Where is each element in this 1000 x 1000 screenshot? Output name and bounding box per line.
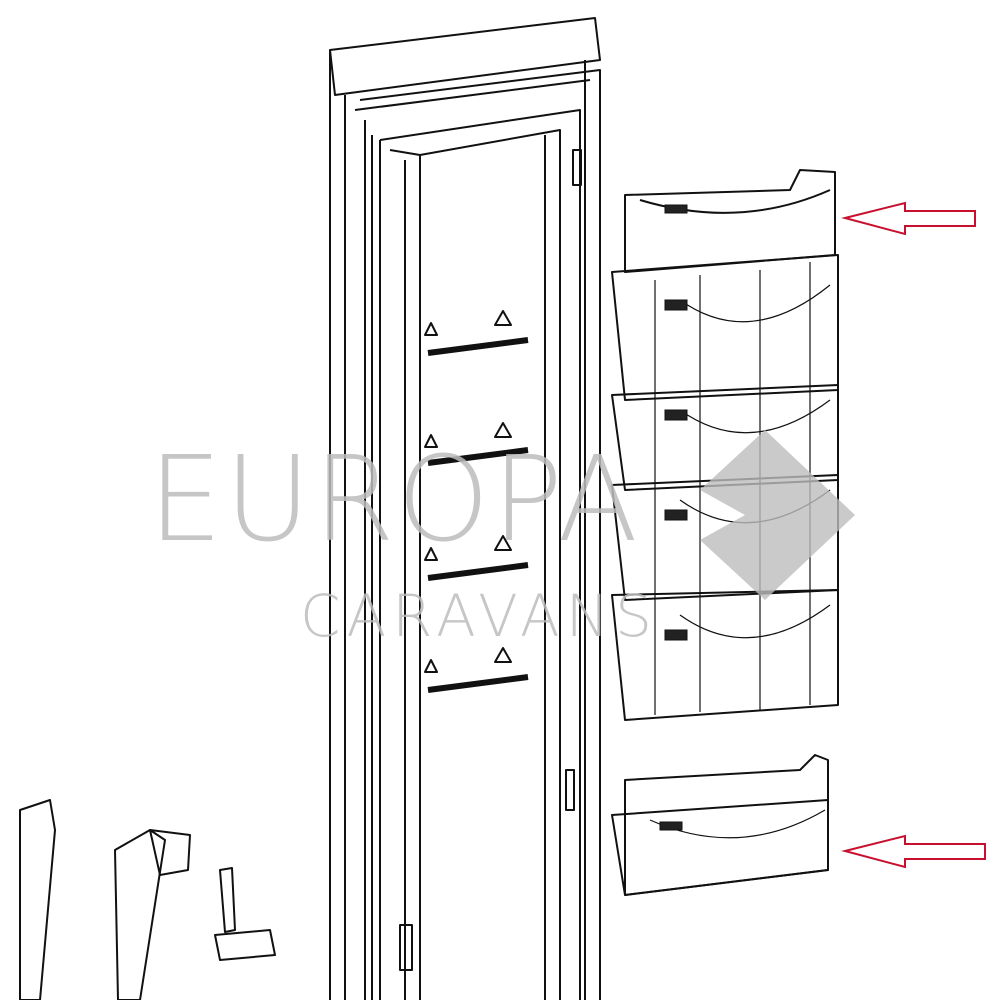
watermark-line1: EUROPA xyxy=(148,430,640,568)
door-shelf-rails xyxy=(399,149,582,971)
arrow-left-icon xyxy=(841,201,976,236)
watermark-line2: CARAVANS xyxy=(300,582,658,650)
europa-caravans-watermark: EUROPA CARAVANS xyxy=(148,430,855,650)
watermark-logo-icon xyxy=(700,430,855,600)
door-handle-parts xyxy=(19,799,276,1000)
arrow-left-icon xyxy=(841,834,986,869)
door-frame xyxy=(329,17,601,1000)
lower-door-bin xyxy=(611,754,829,896)
